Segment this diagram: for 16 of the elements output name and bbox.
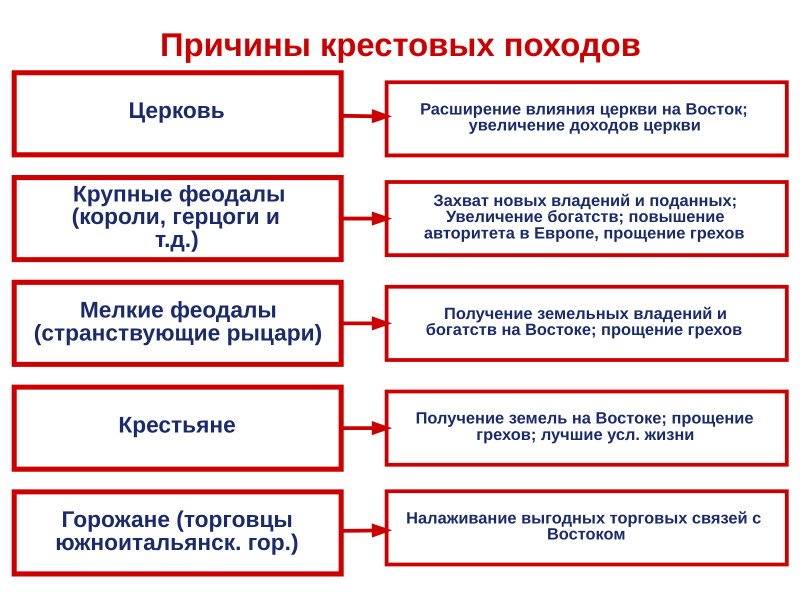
node-box: Налаживание выгодных торговых связей с Востоком — [384, 489, 788, 566]
node-box: Крестьяне — [11, 384, 344, 472]
arrow — [340, 109, 392, 124]
node-box: Получение земельных владений и богатств на Востоке; прощение грехов — [384, 284, 788, 362]
node-box: Мелкие феодалы (странствующие рыцари) — [11, 280, 344, 367]
node-box: Церковь — [11, 70, 344, 158]
node-box: Получение земель на Востоке; прощение грехов; лучшие усл. жизни — [384, 390, 788, 467]
arrow — [340, 211, 392, 226]
node-box: Горожане (торговцы южноитальянск. гор.) — [11, 489, 344, 576]
node-box: Расширение влияния церкви на Восток; увеличение доходов церкви — [384, 80, 788, 158]
arrow — [340, 316, 392, 330]
node-box: Захват новых владений и поданных; Увеличение богатств; повышение авторитета в Европе, прощение грехов — [384, 180, 788, 258]
node-box: Крупные феодалы (короли, герцоги и т.д.) — [11, 175, 344, 262]
diagram-title: Причины крестовых походов — [160, 26, 640, 64]
arrow — [340, 523, 392, 538]
arrow — [340, 421, 392, 436]
